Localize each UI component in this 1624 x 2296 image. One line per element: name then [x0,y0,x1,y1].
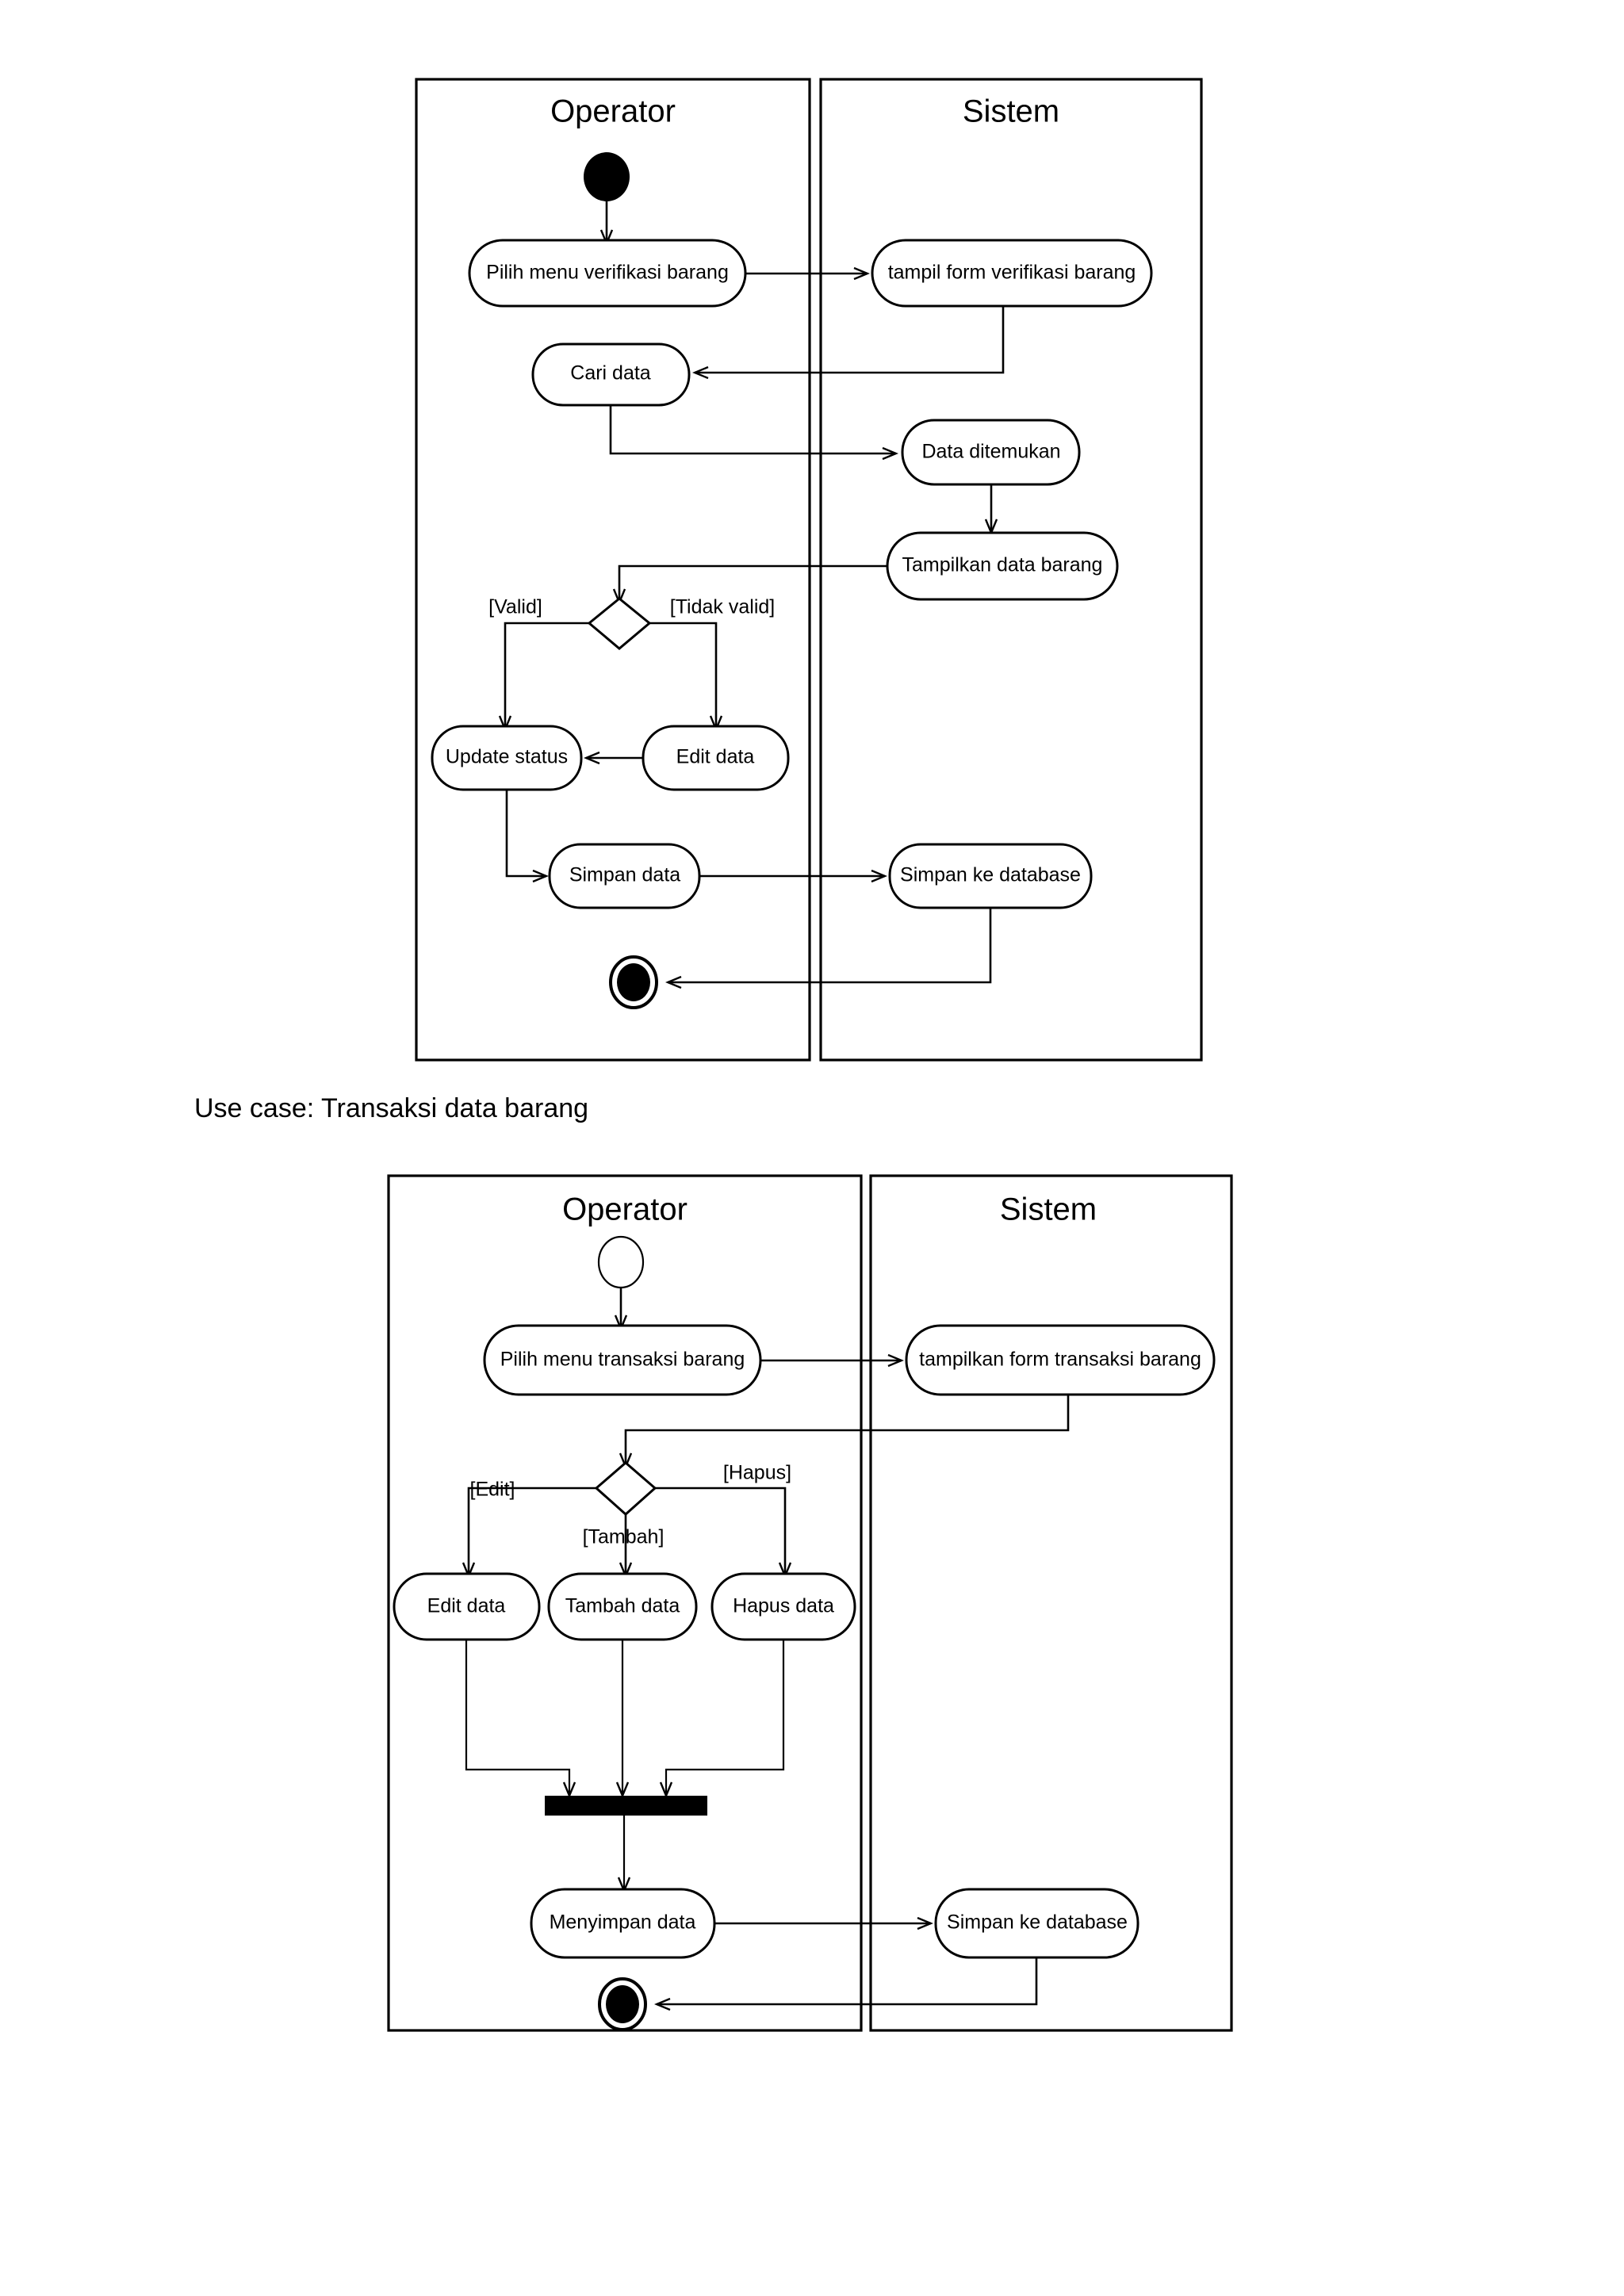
guard-label-valid: [Valid] [488,596,542,618]
activity-label-hapus-data: Hapus data [733,1595,834,1617]
final-node-inner-2 [606,1985,639,2023]
activity-label-pilih-menu-transaksi-barang: Pilih menu transaksi barang [500,1349,745,1371]
flow-hapus-data-to-join [666,1640,785,1796]
flow-cari-data-to-data-ditemukan [609,405,896,453]
activity-label-edit-data-1: Edit data [676,746,755,768]
join-bar [545,1796,707,1816]
initial-node-1 [584,152,630,201]
swimlane-sistem-2 [869,1174,1233,2032]
activity-label-tampilkan-form-transaksi-barang: tampilkan form transaksi barang [919,1349,1201,1371]
swimlane-title-sistem-1: Sistem [963,94,1059,129]
activity-label-simpan-ke-database-1: Simpan ke database [900,864,1081,886]
activity-tampil-form-verifikasi-barang[interactable] [871,239,1153,308]
swimlane-title-operator-2: Operator [562,1192,688,1227]
guard-label-tidak-valid: [Tidak valid] [670,596,775,618]
activity-label-data-ditemukan: Data ditemukan [921,441,1060,463]
activity-tampilkan-form-transaksi-barang[interactable] [905,1324,1216,1396]
decision-node-valid[interactable] [587,597,652,650]
diagram-verifikasi-barang: Operator Sistem Pilih menu verifikasi ba… [415,78,1203,1062]
flow-decision-to-edit-data-2 [469,1487,596,1576]
final-node-inner-1 [617,963,650,1001]
swimlane-operator-1 [415,78,811,1062]
activity-label-pilih-menu-verifikasi-barang: Pilih menu verifikasi barang [486,262,729,284]
swimlane-title-operator-1: Operator [550,94,676,129]
activity-label-edit-data-2: Edit data [427,1595,506,1617]
flow-tampilkan-data-to-decision-1 [619,564,887,603]
flow-update-status-to-simpan-data [505,790,546,876]
flow-decision-to-update-status [505,622,589,729]
use-case-caption: Use case: Transaksi data barang [194,1093,588,1123]
guard-label-tambah: [Tambah] [583,1526,665,1548]
flow-edit-data-to-join [465,1640,569,1796]
activity-label-tambah-data: Tambah data [565,1595,680,1617]
flow-tampil-form-to-cari-data [695,306,1005,373]
activity-label-update-status: Update status [446,746,568,768]
flow-decision-to-hapus-data [655,1487,785,1576]
swimlane-title-sistem-2: Sistem [1000,1192,1097,1227]
guard-label-edit: [Edit] [470,1479,515,1501]
activity-label-tampil-form-verifikasi-barang: tampil form verifikasi barang [888,262,1136,284]
flow-decision-to-edit-data [649,622,716,729]
initial-node-2 [597,1235,645,1289]
activity-label-tampilkan-data-barang: Tampilkan data barang [902,554,1103,576]
activity-label-simpan-data: Simpan data [569,864,680,886]
guard-label-hapus: [Hapus] [723,1462,791,1484]
activity-label-cari-data: Cari data [570,362,651,385]
activity-label-simpan-ke-database-2: Simpan ke database [947,1911,1128,1934]
diagram-transaksi-barang: Operator Sistem Pilih menu transaksi bar… [387,1174,1233,2032]
flow-tampilkan-form-to-decision-2 [626,1395,1070,1467]
flow-simpan-db-to-final-2 [657,1957,1038,2004]
flow-simpan-db-to-final-1 [668,908,992,982]
activity-label-menyimpan-data: Menyimpan data [550,1911,696,1934]
